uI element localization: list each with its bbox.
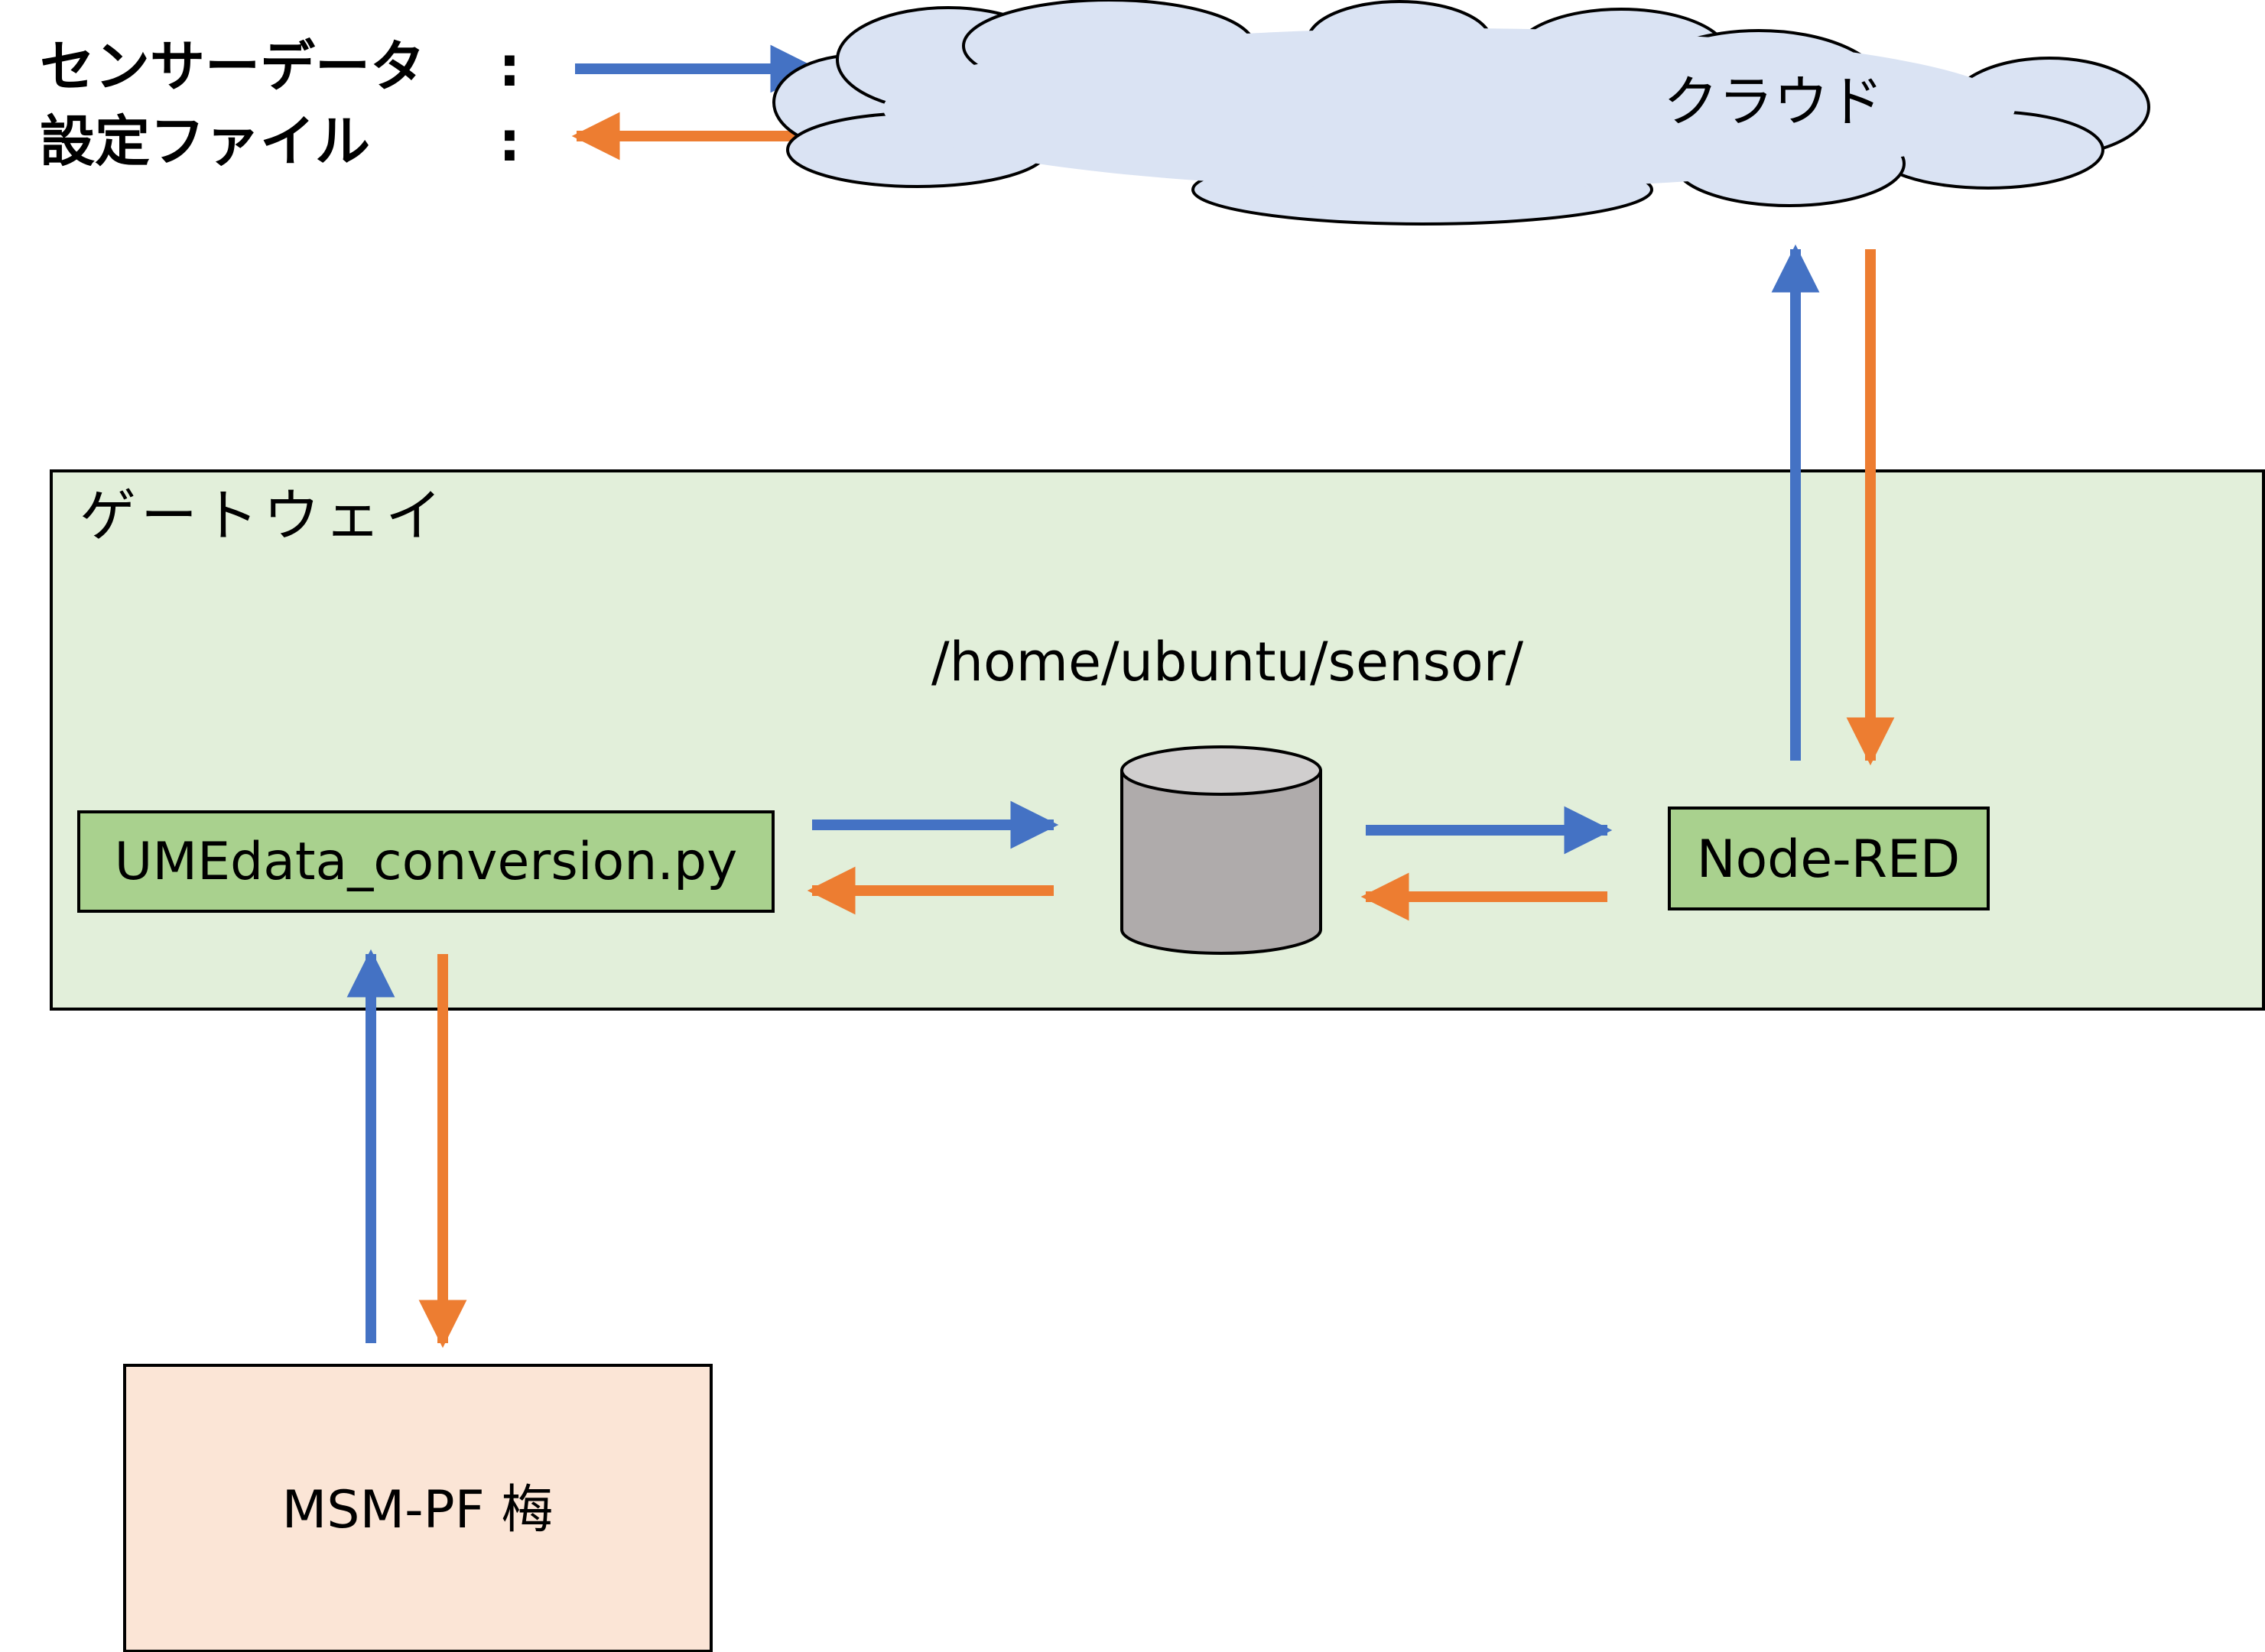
storage-cylinder	[1120, 745, 1322, 955]
legend-sensor-data-label: センサーデータ	[40, 34, 425, 99]
legend-config-file-colon: :	[499, 109, 521, 174]
converter-module: UMEdata_conversion.py	[77, 810, 775, 913]
flow-arrows	[346, 244, 1895, 1349]
device-label: MSM-PF 梅	[282, 1480, 554, 1540]
nodered-module: Node-RED	[1668, 807, 1990, 910]
device-box: MSM-PF 梅	[123, 1364, 713, 1652]
legend: センサーデータ : 設定ファイル :	[40, 34, 819, 174]
converter-label: UMEdata_conversion.py	[115, 832, 738, 892]
cloud-label: クラウド	[1663, 70, 1883, 134]
gateway-label: ゲートウェイ	[80, 483, 447, 549]
nodered-label: Node-RED	[1697, 829, 1961, 890]
storage-path-label: /home/ubuntu/sensor/	[931, 631, 1524, 693]
legend-config-file-label: 設定ファイル	[40, 109, 370, 174]
cloud-shape: クラウド	[772, 0, 2150, 226]
legend-sensor-data-colon: :	[499, 34, 521, 99]
